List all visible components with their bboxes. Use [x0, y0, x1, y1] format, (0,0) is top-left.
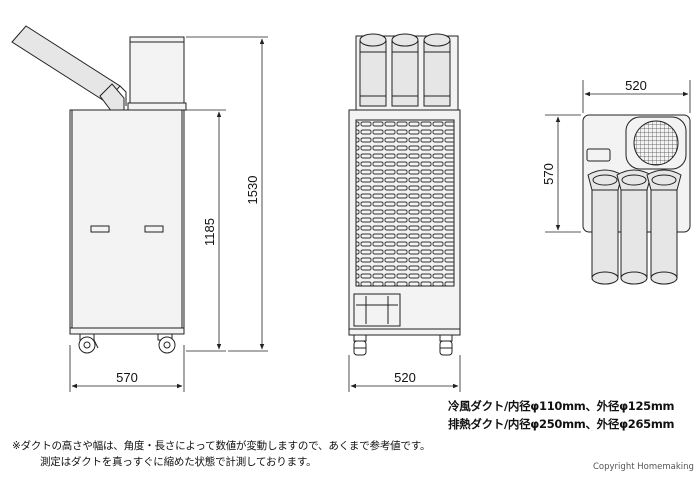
body-height-label: 1185: [202, 218, 217, 246]
side-caster-right: [157, 333, 176, 354]
side-handle-left: [90, 225, 110, 233]
top-width-label: 520: [625, 78, 647, 93]
body-height-dimension: [186, 109, 226, 352]
side-top-box: [129, 36, 185, 109]
top-view: [582, 114, 691, 285]
front-duct-2: [391, 33, 419, 107]
top-control-panel: [586, 148, 611, 162]
side-view: [11, 25, 187, 354]
top-duct-2: [616, 169, 652, 285]
front-width-label: 520: [394, 370, 416, 385]
front-grille: [355, 119, 455, 287]
note-line-2: 測定はダクトを真っすぐに縮めた状態で計測しております。: [40, 456, 317, 468]
total-height-label: 1530: [245, 176, 260, 205]
front-caster-left: [353, 334, 367, 356]
top-duct-1: [587, 169, 623, 285]
total-height-dimension: [186, 36, 268, 352]
exhaust-duct-spec: 排熱ダクト/内径φ250mm、外径φ265mm: [448, 417, 675, 431]
cold-duct-spec: 冷風ダクト/内径φ110mm、外径φ125mm: [448, 399, 675, 413]
top-width-dimension: [582, 80, 691, 113]
side-duct-arm: [11, 25, 127, 113]
side-caster-left: [78, 333, 99, 354]
front-duct-1: [359, 33, 387, 107]
top-duct-3: [646, 169, 682, 285]
copyright: Copyright Homemaking: [593, 462, 694, 472]
side-width-label: 570: [116, 370, 138, 385]
front-filter-panel: [353, 293, 401, 327]
top-depth-dimension: [545, 114, 581, 233]
side-handle-right: [144, 225, 164, 233]
front-duct-3: [423, 33, 451, 107]
note-line-1: ※ダクトの高さや幅は、角度・長さによって数値が変動しますので、あくまで参考値です…: [12, 440, 431, 452]
front-width-dimension: [348, 355, 461, 392]
top-depth-label: 570: [541, 163, 556, 185]
front-view: [348, 33, 461, 356]
side-body: [69, 109, 185, 329]
front-caster-right: [439, 334, 453, 356]
top-fan: [633, 120, 679, 166]
side-width-dimension: [69, 345, 185, 392]
